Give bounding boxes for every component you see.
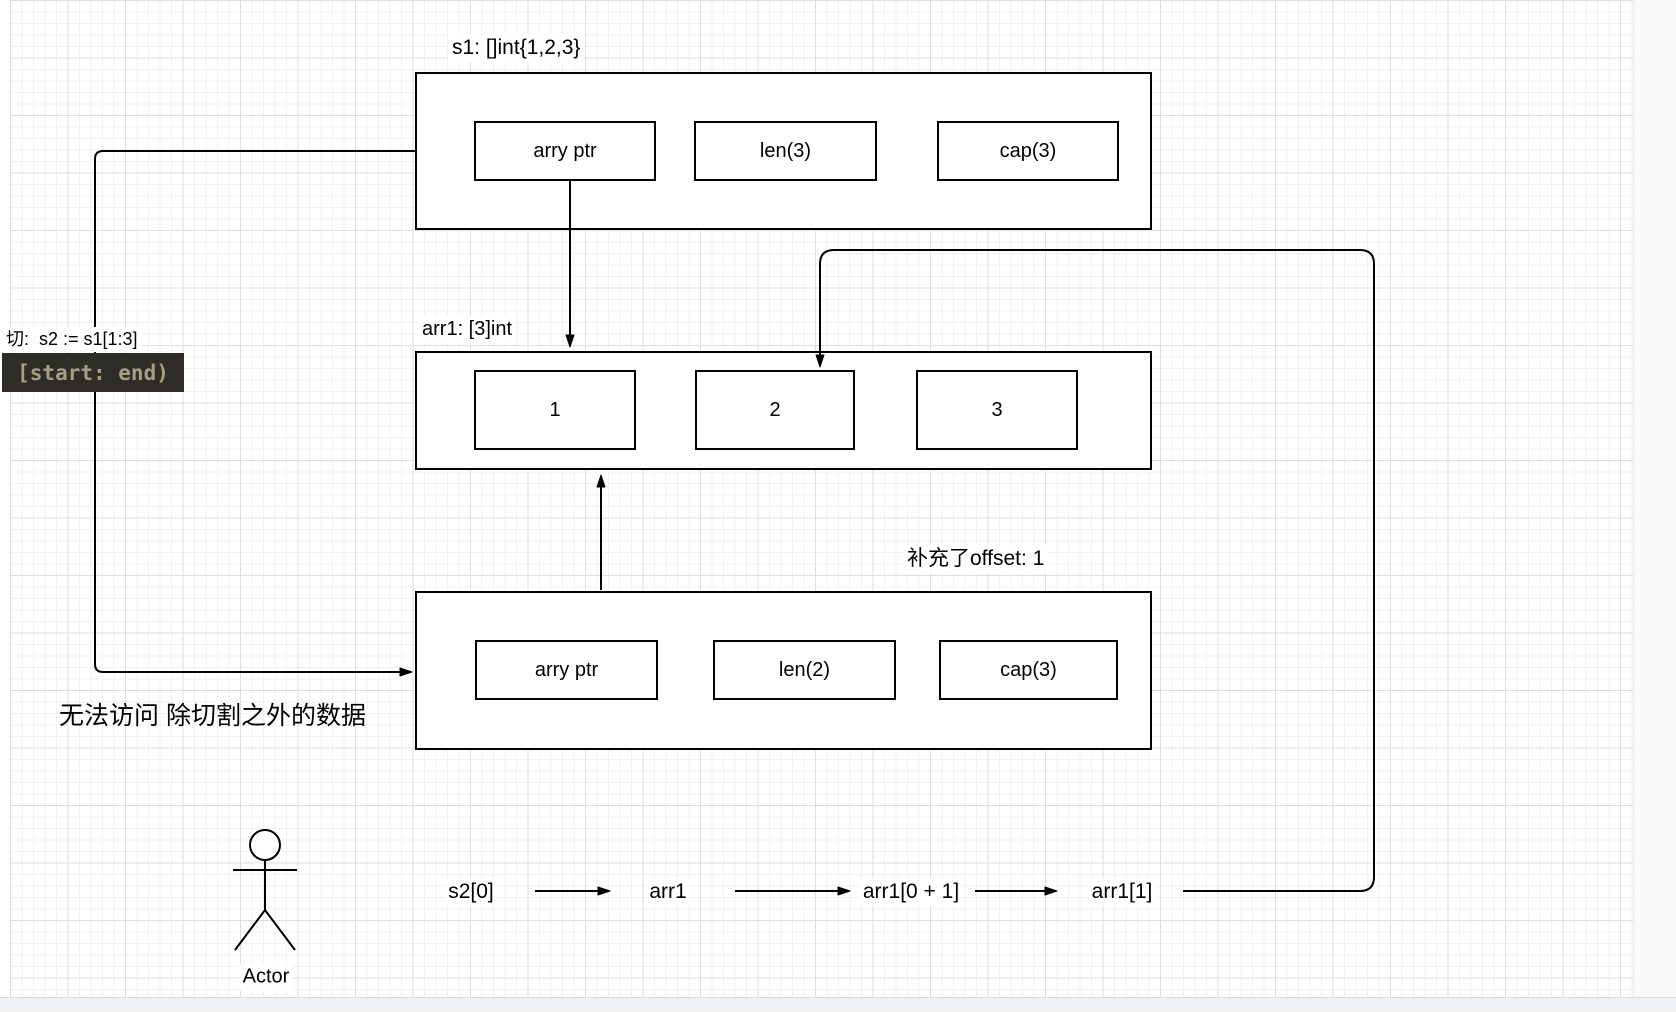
- s1-field-len[interactable]: len(3): [694, 121, 877, 181]
- arr1-cell-3[interactable]: 3: [916, 370, 1078, 450]
- s1-field-arry-ptr[interactable]: arry ptr: [474, 121, 656, 181]
- flow-label-s2-0[interactable]: s2[0]: [445, 877, 497, 907]
- s2-box-label: 补充了offset: 1: [903, 545, 1049, 574]
- flow-label-arr1-1[interactable]: arr1[1]: [1088, 877, 1156, 907]
- horizontal-scrollbar[interactable]: [0, 997, 1676, 1012]
- slice-operation-note: 切: s2 := s1[1:3]: [2, 327, 142, 352]
- arr1-cell-1-label: 1: [549, 398, 561, 421]
- range-code-text: [start: end): [17, 360, 169, 385]
- s2-field-arry-ptr[interactable]: arry ptr: [475, 640, 658, 700]
- s2-field-cap-label: cap(3): [1000, 658, 1057, 681]
- s1-field-len-label: len(3): [759, 139, 812, 162]
- s1-field-cap-label: cap(3): [999, 139, 1057, 162]
- s1-field-cap[interactable]: cap(3): [937, 121, 1119, 181]
- canvas-left-margin: [0, 0, 10, 997]
- arr1-cell-2[interactable]: 2: [695, 370, 855, 450]
- range-code-box[interactable]: [start: end): [2, 353, 184, 392]
- s2-field-len[interactable]: len(2): [713, 640, 896, 700]
- arr1-cell-1[interactable]: 1: [474, 370, 636, 450]
- s2-field-len-label: len(2): [778, 658, 831, 681]
- offpage-area-right: [1633, 0, 1676, 997]
- arr1-cell-3-label: 3: [991, 398, 1003, 421]
- no-access-note: 无法访问 除切割之外的数据: [59, 702, 366, 730]
- s2-field-arry-ptr-label: arry ptr: [534, 658, 599, 681]
- s1-box-label: s1: []int{1,2,3}: [448, 34, 585, 63]
- flow-label-arr1-0-plus-1[interactable]: arr1[0 + 1]: [859, 877, 963, 907]
- actor-label: Actor: [239, 963, 293, 991]
- flow-label-arr1[interactable]: arr1: [646, 877, 690, 907]
- s2-field-cap[interactable]: cap(3): [939, 640, 1118, 700]
- arr1-cell-2-label: 2: [769, 398, 781, 421]
- arr1-box-label: arr1: [3]int: [418, 316, 517, 343]
- s1-field-arry-ptr-label: arry ptr: [533, 139, 597, 162]
